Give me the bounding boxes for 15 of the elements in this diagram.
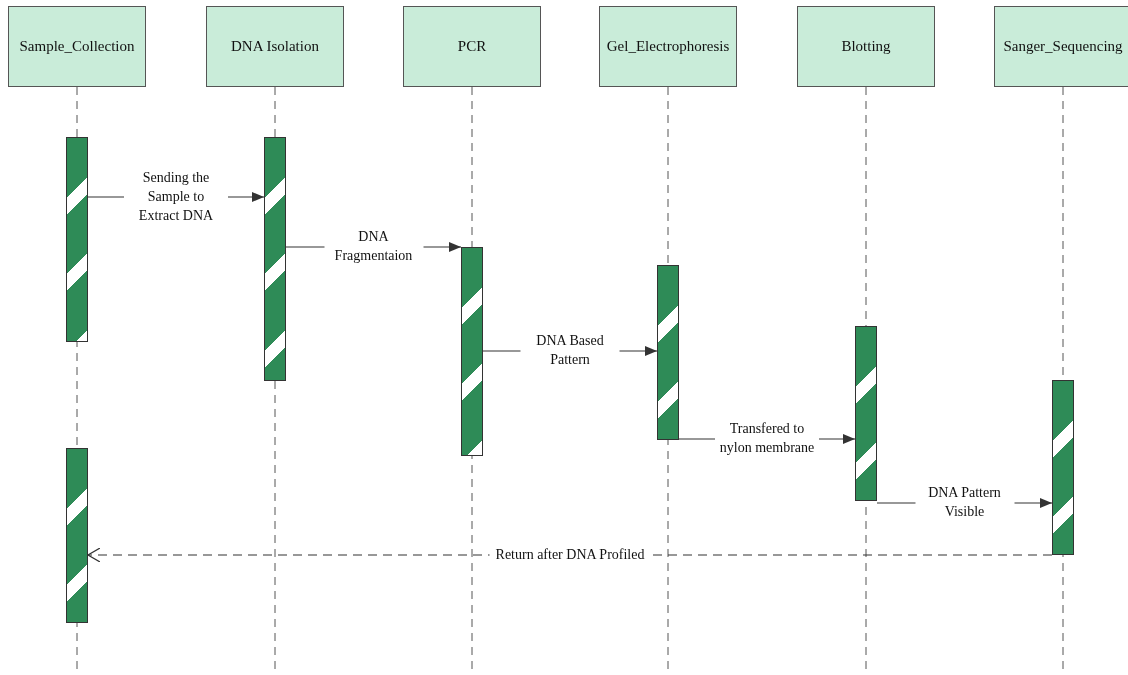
participant-box: Sanger_Sequencing bbox=[994, 6, 1128, 87]
activation-bar bbox=[66, 137, 88, 342]
activation-bar bbox=[461, 247, 483, 456]
participant-box: Gel_Electrophoresis bbox=[599, 6, 737, 87]
activation-bar bbox=[855, 326, 877, 501]
activation-bar bbox=[1052, 380, 1074, 555]
participant-box: Blotting bbox=[797, 6, 935, 87]
edge-label: DNA Fragmentaion bbox=[324, 228, 423, 266]
participant-box: PCR bbox=[403, 6, 541, 87]
activation-bar bbox=[264, 137, 286, 381]
activation-bar bbox=[657, 265, 679, 440]
edge-label: Transfered to nylon membrane bbox=[715, 420, 819, 458]
participant-box: Sample_Collection bbox=[8, 6, 146, 87]
activation-bar bbox=[66, 448, 88, 623]
participant-box: DNA Isolation bbox=[206, 6, 344, 87]
